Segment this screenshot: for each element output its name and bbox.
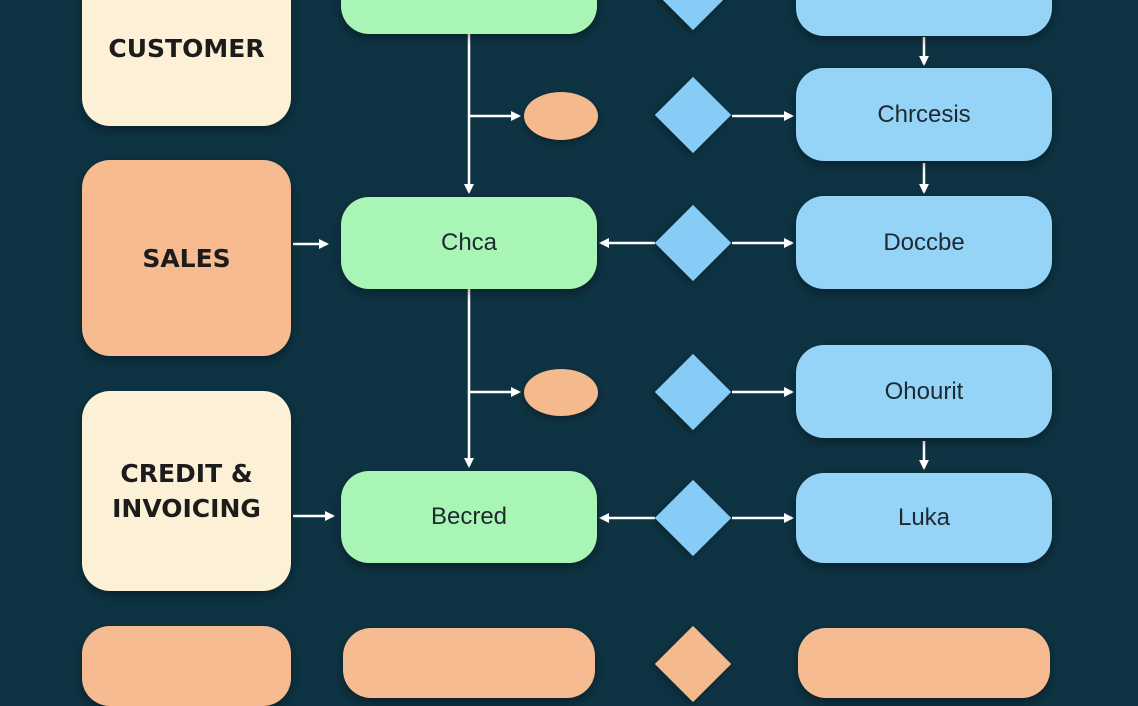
process-doccbe: Doccbe bbox=[796, 196, 1052, 289]
process-top-green bbox=[341, 0, 597, 34]
process-doccbe-label: Doccbe bbox=[883, 228, 965, 256]
flowchart-canvas: CUSTOMER SALES CREDIT & INVOICING Chca B… bbox=[82, 0, 1052, 706]
process-ohourit: Ohourit bbox=[796, 345, 1052, 438]
process-ohourit-label: Ohourit bbox=[884, 377, 964, 405]
process-chrcesis: Chrcesis bbox=[796, 68, 1052, 161]
process-becred-label: Becred bbox=[430, 503, 508, 530]
process-bottom-green bbox=[343, 628, 595, 698]
lane-customer-label: CUSTOMER bbox=[108, 33, 265, 63]
process-bottom-blue bbox=[798, 628, 1050, 698]
lane-sales: SALES bbox=[82, 160, 291, 356]
process-chca-label: Chca bbox=[440, 229, 498, 256]
lane-bottom bbox=[82, 626, 291, 706]
process-chrcesis-label: Chrcesis bbox=[877, 100, 971, 128]
lane-credit-label-line2: INVOICING bbox=[112, 494, 261, 523]
lane-credit-invoicing: CREDIT & INVOICING bbox=[82, 391, 291, 591]
process-luka-label: Luka bbox=[897, 504, 951, 531]
event-oval-1 bbox=[524, 92, 598, 140]
event-oval-2 bbox=[524, 369, 598, 416]
process-chca: Chca bbox=[341, 197, 597, 289]
lane-customer: CUSTOMER bbox=[82, 0, 291, 126]
process-luka: Luka bbox=[796, 473, 1052, 563]
process-top-blue bbox=[796, 0, 1052, 36]
lane-sales-label: SALES bbox=[142, 243, 231, 273]
connector-layer bbox=[293, 34, 929, 523]
lane-credit-label-line1: CREDIT & bbox=[120, 459, 253, 488]
process-becred: Becred bbox=[341, 471, 597, 563]
